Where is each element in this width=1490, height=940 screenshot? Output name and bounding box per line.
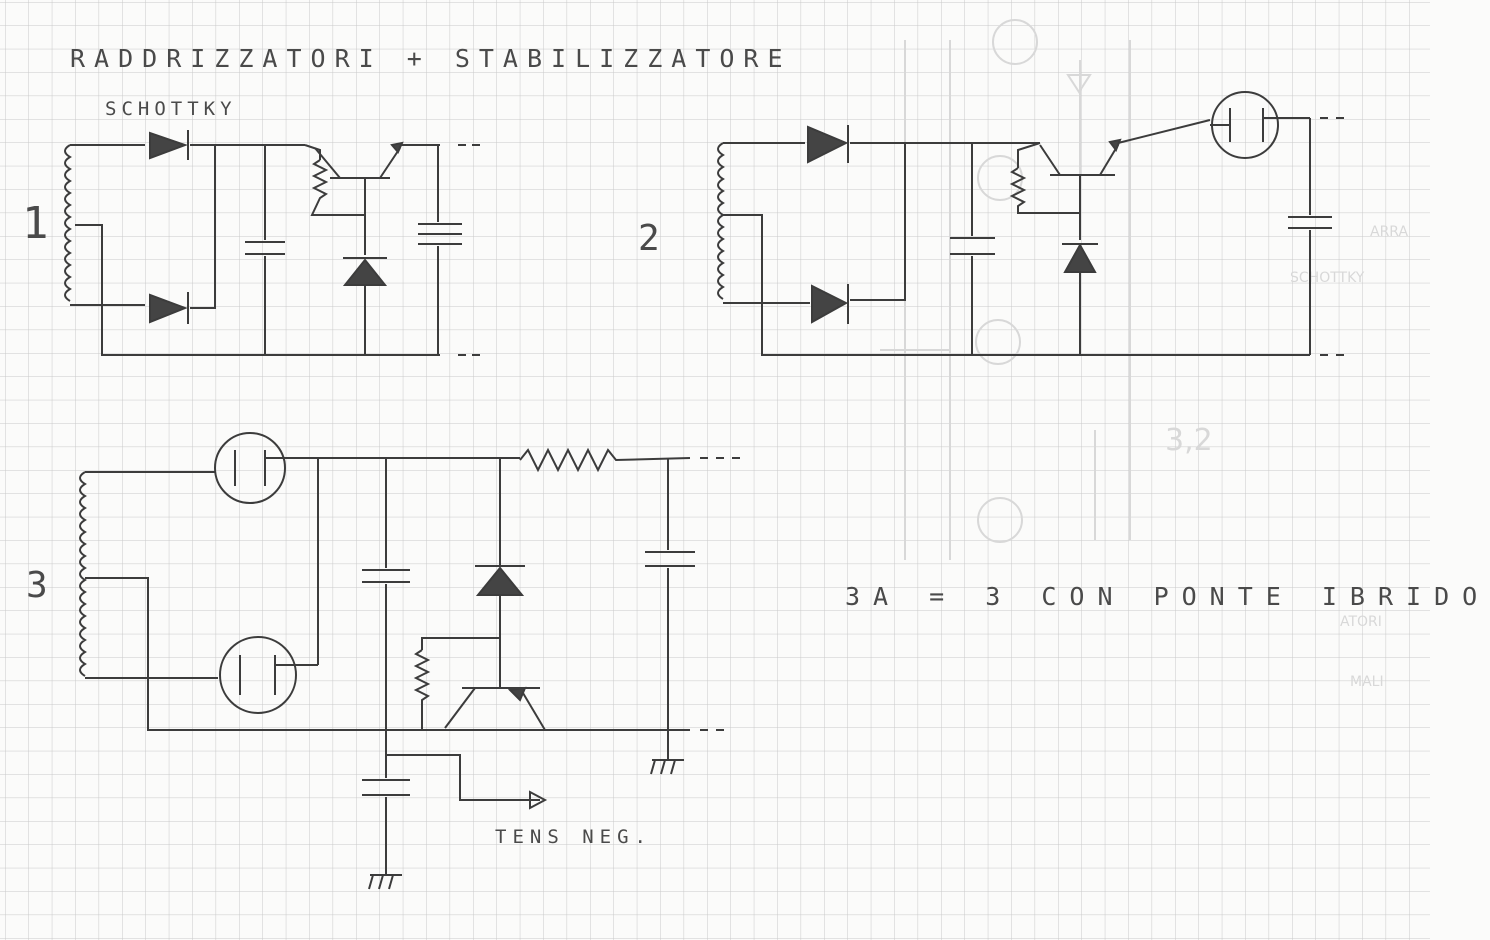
circuit-label-3: 3 — [26, 565, 58, 606]
filter-capacitor — [362, 458, 410, 730]
schottky-label: SCHOTTKY — [105, 98, 237, 120]
schottky-diode — [807, 125, 849, 164]
output-label: TENS NEG. — [495, 826, 652, 848]
ground-symbol — [650, 759, 684, 775]
vacuum-tube — [219, 636, 318, 714]
transformer-coil-3 — [79, 471, 87, 677]
circuit-1 — [64, 130, 480, 356]
resistor — [1009, 167, 1080, 214]
transistor — [314, 141, 440, 179]
zener-diode — [342, 257, 388, 355]
capacitor — [362, 779, 410, 875]
svg-text:ARRA: ARRA — [1370, 224, 1408, 240]
filter-capacitor — [245, 145, 285, 355]
output-capacitor — [1288, 216, 1332, 355]
hybrid-bridge-note: 3A = 3 CON PONTE IBRIDO — [845, 582, 1490, 611]
output-capacitor — [418, 145, 462, 355]
zener-diode — [1062, 242, 1098, 355]
circuit-label-2: 2 — [638, 218, 670, 259]
transistor — [1039, 119, 1211, 176]
svg-text:MALI: MALI — [1350, 674, 1384, 690]
diode — [149, 292, 189, 324]
circuit-3 — [79, 432, 740, 890]
transistor — [444, 686, 546, 731]
ground-symbol — [368, 874, 402, 890]
svg-text:3,2: 3,2 — [1165, 423, 1213, 458]
vacuum-tube — [1210, 91, 1310, 159]
filter-capacitor — [950, 143, 995, 355]
transformer-coil-2 — [717, 142, 725, 300]
grid-paper — [0, 0, 1430, 940]
svg-text:SCHOTTKY: SCHOTTKY — [1290, 270, 1365, 286]
circuit-label-1: 1 — [22, 198, 59, 249]
circuit-2 — [717, 91, 1344, 356]
page-title: RADDRIZZATORI + STABILIZZATORE — [70, 44, 792, 73]
schematic-sheet: 3,2 ARRA SCHOTTKY ATORI MALI — [0, 0, 1430, 940]
output-arrow — [529, 790, 548, 810]
svg-text:ATORI: ATORI — [1340, 614, 1382, 630]
diode — [811, 284, 849, 324]
vacuum-tube — [214, 432, 320, 504]
schottky-diode — [149, 130, 189, 160]
resistor — [413, 649, 431, 730]
output-capacitor — [645, 458, 695, 760]
resistor — [519, 447, 691, 473]
transformer-coil-1 — [64, 144, 72, 302]
resistor — [310, 159, 365, 216]
